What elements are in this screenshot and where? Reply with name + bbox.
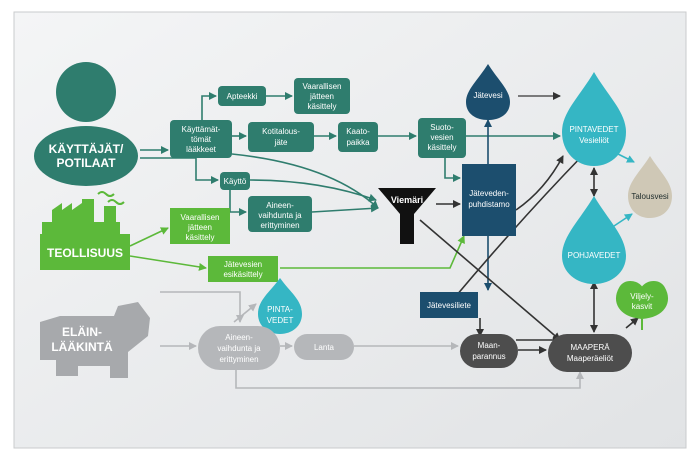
industry-figure: TEOLLISUUS [40,191,130,270]
svg-text:käsittely: käsittely [428,143,457,152]
node-household-waste: Kotitalous- jäte [248,122,314,152]
node-hazardous-waste-1: Vaarallisen jätteen käsittely [294,78,350,114]
users-figure: KÄYTTÄJÄT/ POTILAAT [34,62,138,186]
svg-text:jäte: jäte [274,138,288,147]
svg-text:Jäteveden-: Jäteveden- [469,189,509,198]
svg-text:kasvit: kasvit [632,302,653,311]
vet-figure: ELÄIN- LÄÄKINTÄ [40,302,150,378]
funnel-icon [378,188,436,244]
svg-text:Jätevesi: Jätevesi [473,91,503,100]
svg-text:Vaarallisen: Vaarallisen [303,82,342,91]
svg-text:VEDET: VEDET [267,316,294,325]
plant-icon [615,281,669,330]
svg-text:Maan-: Maan- [478,341,501,350]
svg-text:Jätevesien: Jätevesien [224,260,262,269]
svg-text:Maaperäeliöt: Maaperäeliöt [567,354,614,363]
svg-text:erittyminen: erittyminen [219,355,258,364]
svg-text:Aineen-: Aineen- [225,333,253,342]
node-crops: Viljely- kasvit [615,281,669,330]
svg-text:esikäsittely: esikäsittely [223,270,262,279]
node-soil: MAAPERÄ Maaperäeliöt [548,334,632,372]
water-drop-icon [466,64,510,120]
node-soil-improvement: Maan- parannus [460,334,518,368]
industry-label: TEOLLISUUS [47,246,123,260]
node-metabolism-2: Aineen- vaihdunta ja erittyminen [198,326,280,370]
svg-text:Viljely-: Viljely- [630,292,654,301]
svg-text:POHJAVEDET: POHJAVEDET [568,251,621,260]
svg-text:erittyminen: erittyminen [260,221,299,230]
svg-text:PINTAVEDET: PINTAVEDET [569,125,618,134]
node-sludge: Jätevesiliete [420,292,478,318]
cow-icon [40,302,150,378]
svg-text:Vesieliöt: Vesieliöt [579,136,610,145]
users-label: KÄYTTÄJÄT/ [49,141,124,156]
person-head-icon [56,62,116,122]
node-metabolism-1: Aineen- vaihdunta ja erittyminen [248,196,312,232]
vet-label-1: ELÄIN- [62,324,102,339]
vet-label-2: LÄÄKINTÄ [51,339,113,354]
svg-text:parannus: parannus [472,352,505,361]
node-effluent-pretreatment: Jätevesien esikäsittely [208,256,278,282]
svg-text:Jätevesiliete: Jätevesiliete [427,301,472,310]
node-surface-water: PINTAVEDET Vesieliöt [562,72,626,166]
node-wastewater: Jätevesi [466,64,510,120]
svg-text:käsittely: käsittely [308,102,337,111]
svg-text:vesien: vesien [430,133,453,142]
svg-text:jätteen: jätteen [187,223,212,232]
svg-text:vaihdunta ja: vaihdunta ja [217,344,261,353]
node-wastewater-treatment-plant: Jäteveden- puhdistamo [462,164,516,236]
svg-text:Kaato-: Kaato- [346,127,370,136]
svg-text:Lanta: Lanta [314,343,335,352]
svg-text:Vaarallisen: Vaarallisen [181,213,220,222]
svg-text:puhdistamo: puhdistamo [468,200,510,209]
water-drop-icon [562,196,626,284]
patients-label: POTILAAT [56,156,116,170]
node-use: Käyttö [220,172,250,190]
node-pharmacy: Apteekki [218,86,266,106]
node-surface-water-small: PINTA- VEDET [258,278,302,334]
svg-text:Suoto-: Suoto- [430,123,454,132]
node-groundwater: POHJAVEDET [562,196,626,284]
svg-text:Kotitalous-: Kotitalous- [262,127,300,136]
svg-text:Käyttö: Käyttö [224,177,247,186]
node-drinking-water: Talousvesi [628,156,672,218]
svg-text:Talousvesi: Talousvesi [631,192,669,201]
node-manure: Lanta [294,334,354,360]
svg-text:lääkkeet: lääkkeet [186,145,217,154]
svg-text:Käyttämät-: Käyttämät- [182,125,221,134]
svg-text:käsittely: käsittely [186,233,215,242]
water-drop-icon [628,156,672,218]
node-sewer: Viemäri [378,188,436,244]
svg-text:tömät: tömät [191,135,212,144]
person-body-icon [34,126,138,186]
node-leachate-treatment: Suoto- vesien käsittely [418,118,466,158]
svg-text:vaihdunta ja: vaihdunta ja [258,211,302,220]
water-drop-icon [258,278,302,334]
svg-text:Viemäri: Viemäri [391,195,423,205]
smoke-icon [97,191,125,205]
svg-text:jätteen: jätteen [309,92,334,101]
svg-text:Aineen-: Aineen- [266,201,294,210]
node-hazardous-waste-2: Vaarallisen jätteen käsittely [170,208,230,244]
node-landfill: Kaato- paikka [338,122,378,152]
svg-text:Apteekki: Apteekki [227,92,258,101]
svg-text:MAAPERÄ: MAAPERÄ [570,343,610,352]
water-drop-icon [562,72,626,166]
svg-text:PINTA-: PINTA- [267,305,293,314]
node-unused-medicines: Käyttämät- tömät lääkkeet [170,120,232,158]
svg-text:paikka: paikka [346,138,370,147]
